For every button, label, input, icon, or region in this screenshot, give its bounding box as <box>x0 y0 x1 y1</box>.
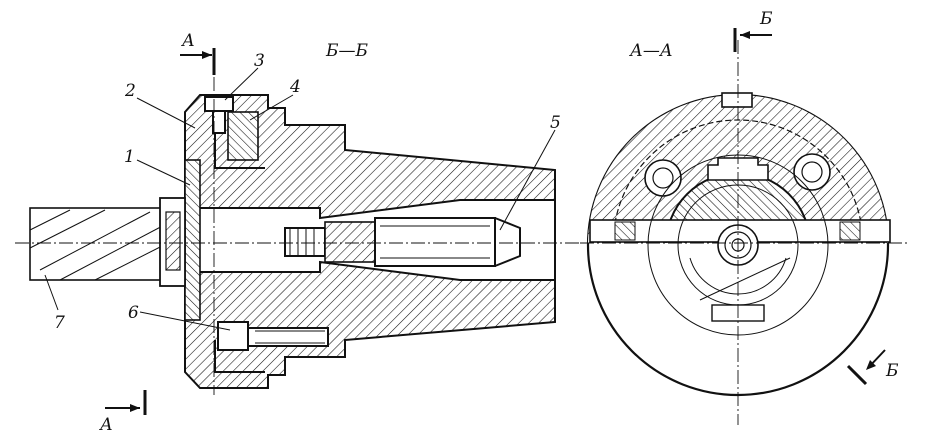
drill-shank <box>29 207 171 281</box>
section-letter-b-top: Б <box>759 9 773 29</box>
section-letter-a-bottom: А <box>99 415 113 435</box>
section-mark-a-top <box>180 48 216 75</box>
label-6: 6 <box>128 303 139 323</box>
label-4: 4 <box>289 77 301 97</box>
upper-half-section <box>588 92 891 243</box>
section-letter-b-bottom: Б <box>885 361 899 381</box>
ring-part <box>159 159 201 321</box>
leader-lines <box>44 67 556 331</box>
upper-screw <box>204 96 265 169</box>
section-mark-b-top <box>733 28 772 52</box>
section-bb-view <box>15 48 590 415</box>
label-3: 3 <box>254 51 265 71</box>
collet-plug <box>284 217 521 267</box>
label-5: 5 <box>550 113 561 133</box>
label-1: 1 <box>124 147 135 167</box>
section-mark-b-bottom <box>846 349 886 386</box>
label-2: 2 <box>124 81 136 101</box>
section-letter-a-top: А <box>181 31 195 51</box>
section-title-bb: Б—Б <box>325 41 368 61</box>
section-mark-a-bottom <box>105 390 147 415</box>
section-title-aa: А—А <box>629 41 673 61</box>
label-7: 7 <box>54 313 65 333</box>
lower-screw <box>214 321 329 373</box>
section-aa-view <box>580 28 910 425</box>
